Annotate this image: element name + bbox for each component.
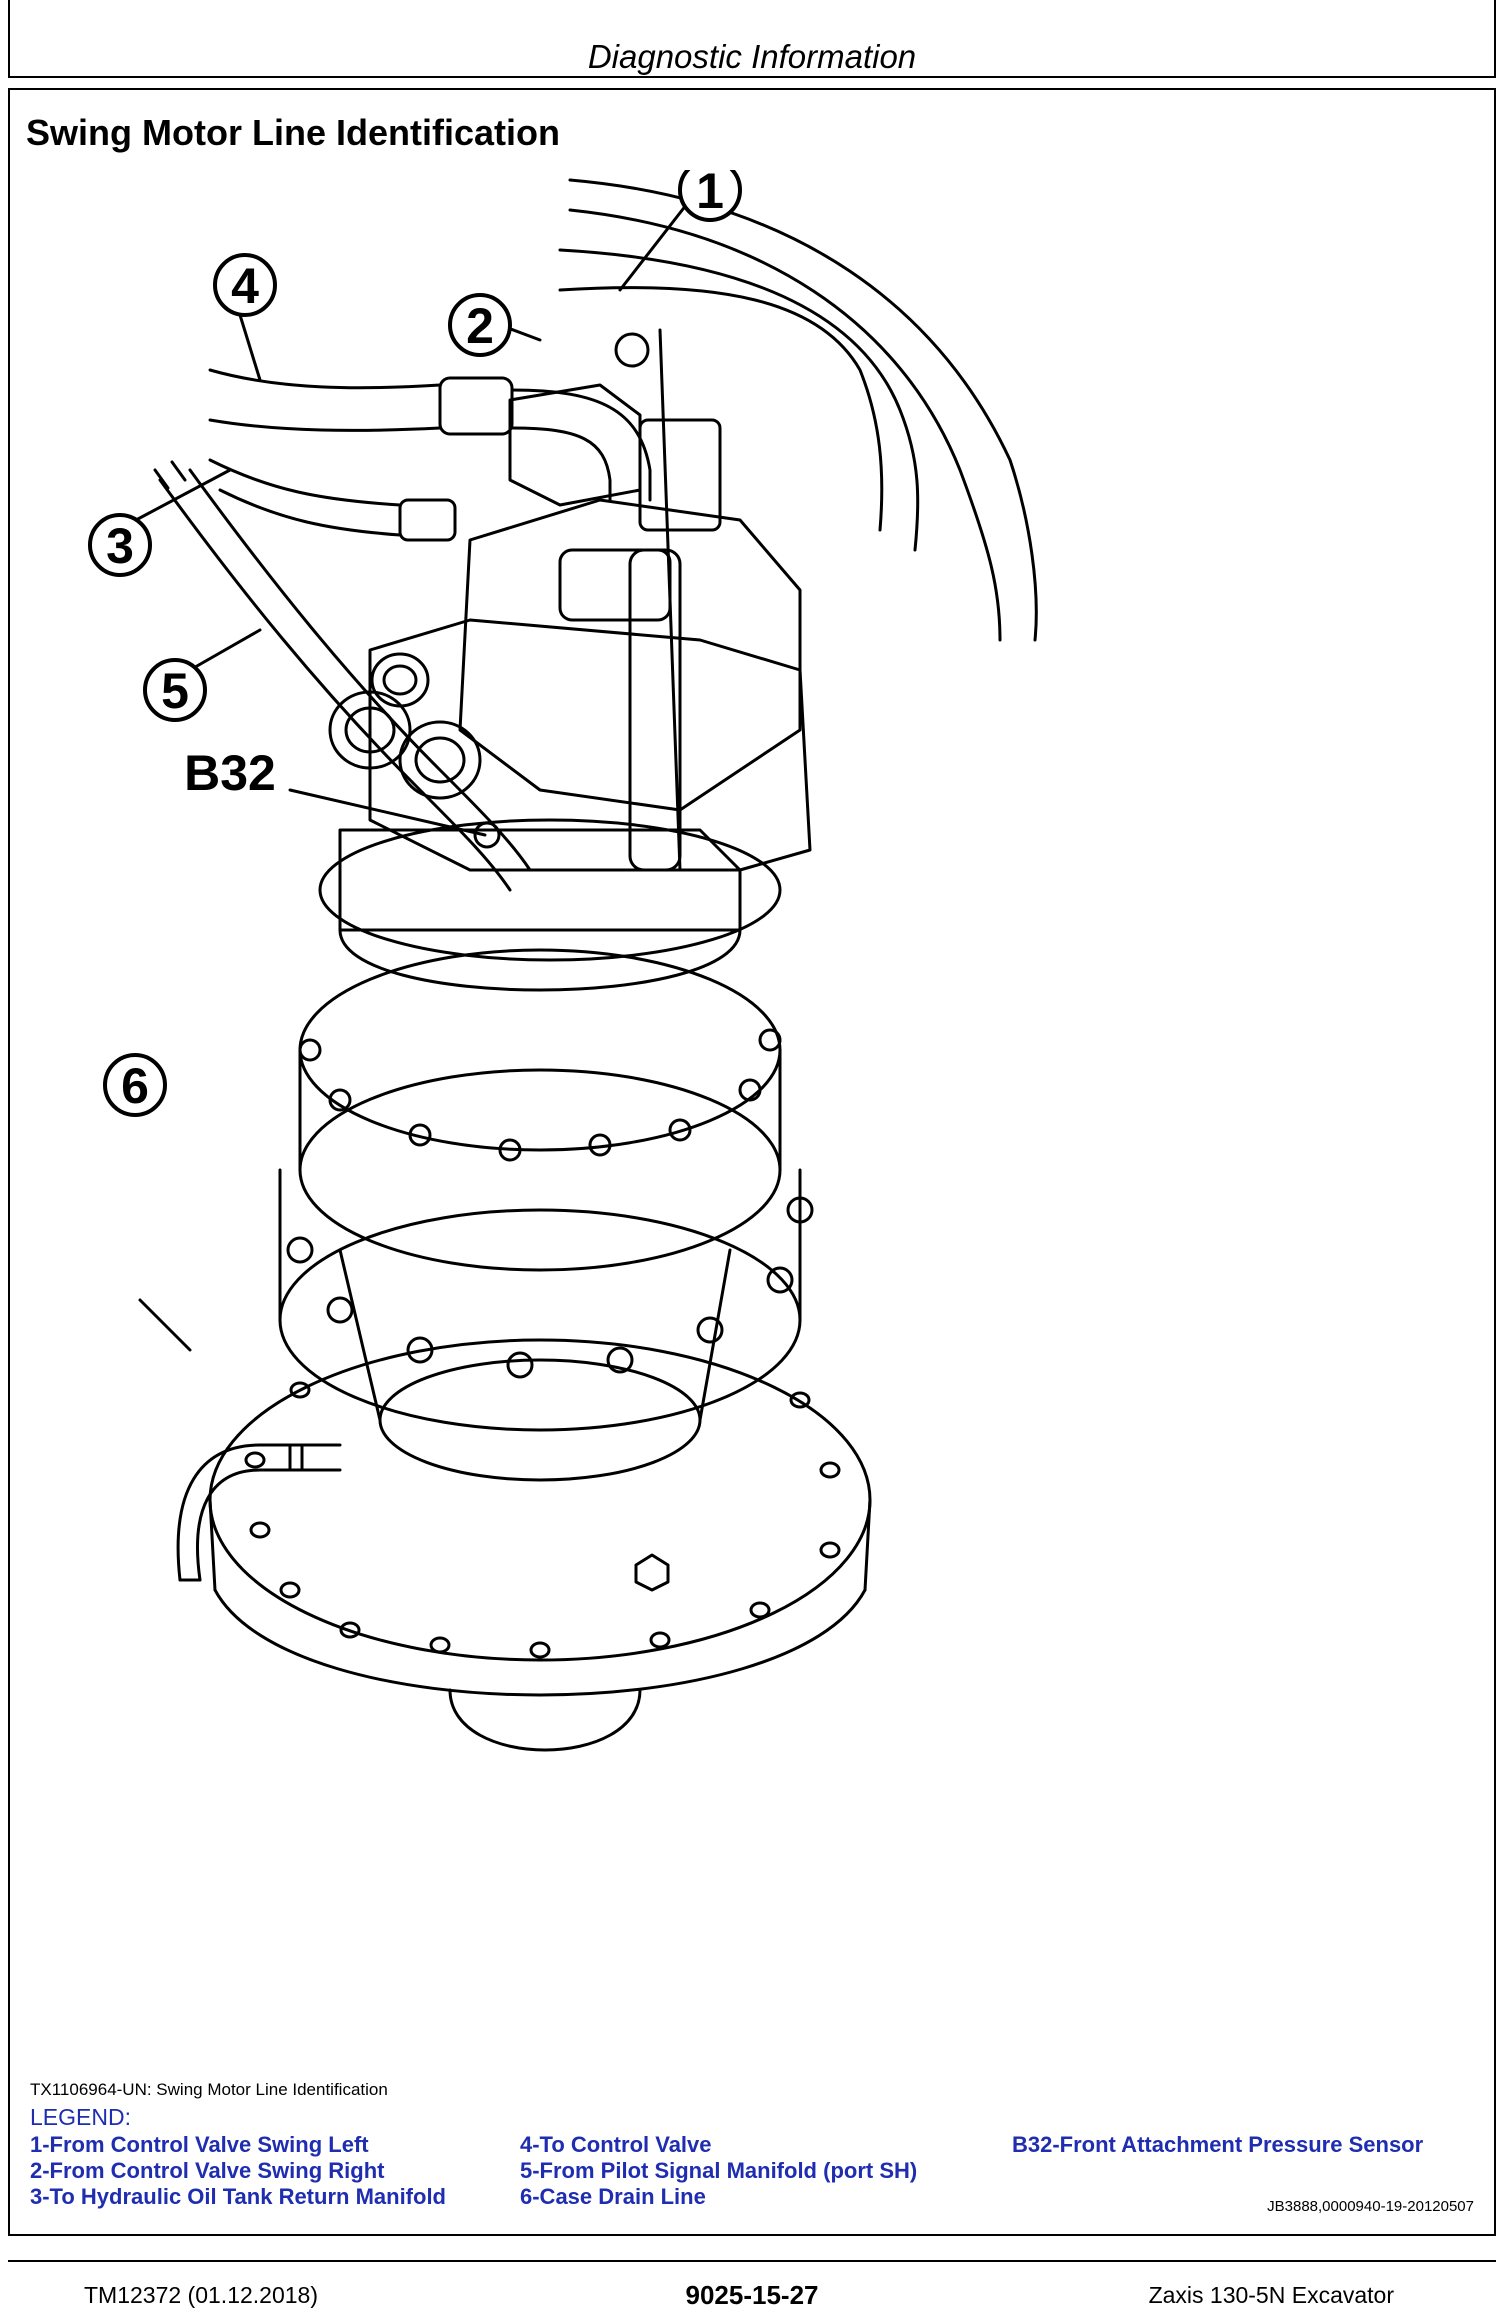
hose-1-outer — [568, 208, 1002, 642]
motor-head — [458, 498, 802, 812]
header-box — [8, 0, 1496, 78]
hose-6-inner — [176, 1443, 342, 1582]
callout-b32: B32 — [184, 745, 276, 801]
footer-divider — [8, 2260, 1496, 2262]
footer-model: Zaxis 130-5N Excavator — [1148, 2282, 1394, 2308]
callout-6-circle — [103, 1053, 167, 1117]
leader-4 — [238, 313, 262, 382]
leader-b32 — [288, 788, 487, 837]
leader-6 — [138, 1298, 192, 1352]
legend-item: 6-Case Drain Line — [520, 2184, 706, 2209]
content-box — [8, 88, 1496, 2236]
callout-1-circle — [678, 170, 742, 222]
hose-5-left — [158, 478, 512, 892]
callout-2-circle — [448, 293, 512, 357]
hose-3-top — [208, 458, 402, 507]
hose-3-bottom — [218, 488, 402, 537]
legend-item: 3-To Hydraulic Oil Tank Return Manifold — [30, 2184, 446, 2209]
callout-1: 1 — [696, 170, 724, 219]
legend-item: 4-To Control Valve — [520, 2132, 712, 2157]
motor-housing — [368, 618, 812, 872]
swing-motor-illustration: 1 2 3 4 5 6 B32 — [88, 170, 1038, 1752]
legend-column-1: 1-From Control Valve Swing Left 2-From C… — [30, 2132, 446, 2210]
callout-2: 2 — [466, 298, 494, 354]
legend-item: B32-Front Attachment Pressure Sensor — [1012, 2132, 1424, 2157]
legend-column-3: B32-Front Attachment Pressure Sensor — [1012, 2132, 1423, 2158]
callout-3-circle — [88, 513, 152, 577]
footer-manual-id: TM12372 (01.12.2018) — [84, 2282, 318, 2308]
hose-2-inner — [558, 286, 884, 532]
callout-4: 4 — [231, 258, 259, 314]
callout-5-circle — [143, 658, 207, 722]
port-fitting-left — [328, 690, 412, 770]
gear-housing-top — [298, 948, 782, 1152]
legend-item: 2-From Control Valve Swing Right — [30, 2158, 385, 2183]
footer-page-number: 9025-15-27 — [685, 2280, 819, 2310]
callout-6: 6 — [121, 1058, 149, 1114]
callout-5: 5 — [161, 663, 189, 719]
figure-caption: TX1106964-UN: Swing Motor Line Identific… — [30, 2080, 388, 2099]
callout-4-circle — [213, 253, 277, 317]
legend-item: 5-From Pilot Signal Manifold (port SH) — [520, 2158, 918, 2183]
legend-column-2: 4-To Control Valve 5-From Pilot Signal M… — [520, 2132, 917, 2210]
base-flange-bottom — [213, 1588, 867, 1697]
relief-valve-rod — [628, 548, 682, 872]
leader-1 — [618, 198, 692, 292]
hose-4-top — [208, 368, 442, 390]
callout-3: 3 — [106, 518, 134, 574]
leader-3 — [134, 468, 232, 522]
hose-6-outer — [196, 1468, 342, 1582]
hose-4-bottom — [208, 418, 442, 432]
output-shaft — [448, 1688, 642, 1752]
hose-4-fitting — [438, 376, 514, 436]
housing-bolts — [286, 1028, 814, 1379]
hose-1-inner — [568, 178, 1038, 642]
document-id: JB3888,0000940-19-20120507 — [1267, 2198, 1474, 2215]
drain-plug — [634, 1553, 670, 1592]
legend-title: LEGEND: — [30, 2104, 131, 2130]
port-fitting-right — [398, 720, 482, 800]
b32-sensor — [473, 821, 501, 849]
section-title: Swing Motor Line Identification — [26, 112, 560, 153]
hose-2-outer — [558, 248, 920, 552]
flange-bolt-holes — [244, 1381, 841, 1659]
gear-housing-mid — [278, 1208, 802, 1432]
legend-item: 1-From Control Valve Swing Left — [30, 2132, 369, 2157]
upper-flange — [318, 818, 782, 962]
leader-5 — [188, 628, 262, 672]
header-title: Diagnostic Information — [587, 38, 917, 75]
